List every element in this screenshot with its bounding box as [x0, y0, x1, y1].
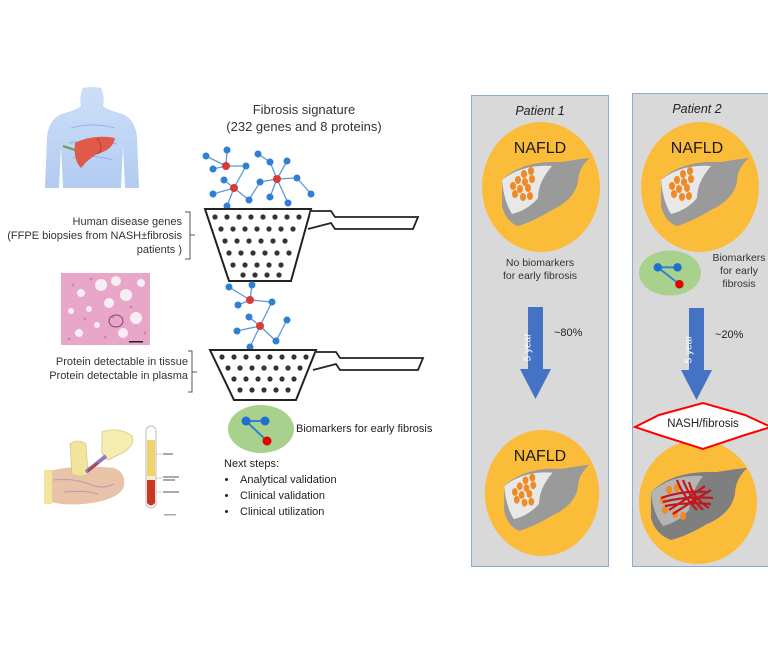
- patient2-biomarker-line-1: Biomarkers: [712, 252, 766, 264]
- filter1-label-line-1: Human disease genes: [72, 216, 182, 228]
- next-step-item: Clinical utilization: [238, 504, 337, 520]
- filter1-label-line-3: patients ): [136, 244, 182, 256]
- liver-nafld-icon-bottom: [484, 430, 600, 556]
- patient2-panel: Patient 2 NAFLD Biomarkers for early fib…: [632, 93, 768, 567]
- patient2-biomarker-line-3: fibrosis: [722, 278, 756, 290]
- filter2-label-line-1: Protein detectable in tissue: [55, 356, 188, 368]
- filter1-label: Human disease genes (FFPE biopsies from …: [7, 215, 182, 257]
- patient1-panel: Patient 1 NAFLD No biomarkers for early …: [471, 95, 609, 567]
- liver-fibrosis-icon: [639, 440, 757, 564]
- patient1-nafld-top: NAFLD: [513, 140, 567, 157]
- next-step-item: Clinical validation: [238, 488, 337, 504]
- bracket-1: [185, 211, 195, 260]
- patient1-title: Patient 1: [515, 104, 565, 118]
- filter1-label-line-2: (FFPE biopsies from NASH±fibrosis: [7, 230, 182, 242]
- next-step-item: Analytical validation: [238, 472, 337, 488]
- liver-nafld-icon: [482, 122, 600, 252]
- filter2-label: Protein detectable in tissue Protein det…: [49, 355, 188, 383]
- patient2-arrow-label: 5 year: [683, 335, 695, 364]
- patient1-biomarker-line-1: No biomarkers: [505, 257, 575, 269]
- patient2-percent: ~20%: [715, 329, 744, 341]
- patient2-nafld-top: NAFLD: [670, 140, 724, 157]
- patient1-biomarker-text: No biomarkers for early fibrosis: [472, 257, 608, 283]
- strainer-icon: [203, 208, 420, 282]
- patient1-arrow-label: 5 year: [522, 333, 534, 362]
- filter2-label-line-2: Protein detectable in plasma: [49, 370, 188, 382]
- liver-nafld-icon: [641, 122, 759, 252]
- patient1-biomarker-line-2: for early fibrosis: [502, 270, 578, 282]
- nash-fibrosis-star-icon: [632, 401, 768, 451]
- title-line-2: (232 genes and 8 proteins): [226, 119, 382, 134]
- down-arrow-icon: [520, 307, 551, 399]
- patient1-percent: ~80%: [554, 327, 583, 339]
- biomarker-label: Biomarkers for early fibrosis: [296, 423, 433, 435]
- next-steps-list: Analytical validation Clinical validatio…: [224, 472, 337, 520]
- next-steps: Next steps: Analytical validation Clinic…: [224, 456, 337, 520]
- biomarker-network-icon: [639, 250, 701, 296]
- title-line-1: Fibrosis signature: [252, 102, 356, 117]
- patient2-title: Patient 2: [672, 102, 722, 116]
- patient2-biomarker-line-2: for early: [720, 265, 758, 277]
- fibrosis-signature-title: Fibrosis signature (232 genes and 8 prot…: [224, 101, 384, 135]
- gene-network-icon: [202, 146, 315, 210]
- biomarker-network-icon: [228, 405, 294, 453]
- blood-draw-illustration: [44, 425, 179, 516]
- patient2-biomarker-text: Biomarkers for early fibrosis: [709, 252, 768, 291]
- down-arrow-icon: [681, 308, 712, 400]
- patient2-nash-fibrosis-label: NASH/fibrosis: [667, 418, 739, 430]
- next-steps-title: Next steps:: [224, 458, 280, 470]
- bracket-2: [188, 350, 197, 393]
- protein-network-icon: [225, 281, 291, 351]
- strainer-icon-2: [208, 349, 425, 401]
- patient1-nafld-bottom: NAFLD: [513, 448, 567, 465]
- human-body-liver-icon: [45, 87, 139, 188]
- histology-image: [61, 273, 150, 345]
